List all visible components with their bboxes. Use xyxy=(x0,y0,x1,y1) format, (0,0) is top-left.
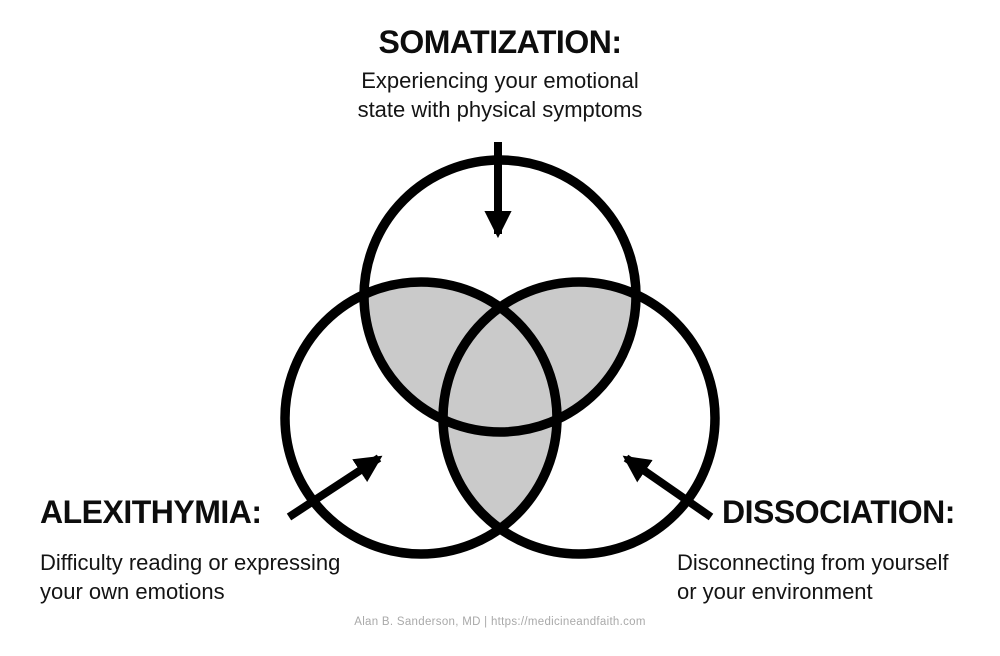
alexithymia-circle xyxy=(280,277,562,559)
alexithymia-arrow-icon xyxy=(286,454,383,521)
dissociation-description: Disconnecting from yourself or your envi… xyxy=(677,548,948,606)
dissociation-description-line1: Disconnecting from yourself xyxy=(677,550,949,575)
somatization-description-line1: Experiencing your emotional xyxy=(361,68,639,93)
dissociation-circle xyxy=(438,277,720,559)
alexithymia-description-line2: your own emotions xyxy=(40,579,225,604)
somatization-label-block: SOMATIZATION: Experiencing your emotiona… xyxy=(0,24,1000,124)
somatization-description-line2: state with physical symptoms xyxy=(357,97,643,122)
alexithymia-description-line1: Difficulty reading or expressing xyxy=(40,550,341,575)
dissociation-heading: DISSOCIATION: xyxy=(722,494,955,530)
alexithymia-heading: ALEXITHYMIA: xyxy=(40,494,262,530)
footer-credit: Alan B. Sanderson, MD | https://medicine… xyxy=(354,616,646,628)
dissociation-arrow-icon xyxy=(622,454,714,521)
somatization-heading: SOMATIZATION: xyxy=(378,24,622,60)
somatization-description: Experiencing your emotional state with p… xyxy=(0,66,1000,124)
dissociation-description-line2: or your environment xyxy=(677,579,873,604)
overlap-bottom-region xyxy=(443,282,557,554)
alexithymia-description: Difficulty reading or expressing your ow… xyxy=(40,548,340,606)
